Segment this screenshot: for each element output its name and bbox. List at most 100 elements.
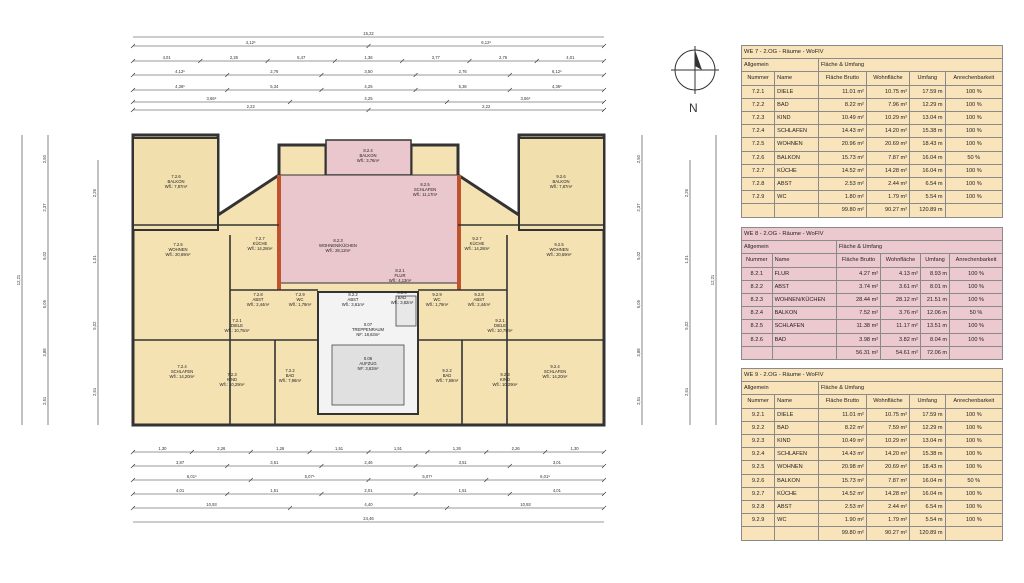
section-label: Allgemein	[741, 58, 819, 73]
column-header: Name	[774, 71, 819, 86]
column-header: Wohnfläche	[880, 253, 921, 268]
table-cell: WOHNEN	[774, 460, 819, 475]
dimension-label: 1,30	[158, 446, 167, 451]
dimension-tick	[601, 72, 607, 78]
dimension-label: 2,50	[42, 154, 47, 163]
table-cell: 18.43 m	[909, 137, 946, 152]
dimension-tick	[399, 58, 405, 64]
dimension-tick	[189, 449, 195, 455]
dimension-label: 12,21	[16, 274, 21, 285]
total-cell: 56.31 m²	[835, 345, 882, 361]
table-cell: 8.2.6	[741, 332, 773, 347]
dimension-label: 2,26	[512, 446, 521, 451]
table-title: WE 7 - 2.OG - Räume - WoFlV	[741, 44, 1003, 60]
dimension-label: 1,51	[270, 488, 279, 493]
table-cell: 14.28 m²	[865, 486, 911, 502]
total-cell: 99.80 m²	[817, 203, 867, 218]
table-cell: 10.75 m²	[865, 407, 911, 422]
table-cell: 2.53 m²	[817, 177, 867, 192]
dimension-label: 1,51	[335, 446, 344, 451]
table-cell: 9.2.7	[740, 486, 776, 502]
dimension-tick	[542, 449, 548, 455]
table-cell: 100 %	[944, 111, 1004, 126]
dimension-tick	[224, 463, 230, 469]
dimension-label: 2,22	[247, 104, 256, 109]
table-cell: SCHLAFEN	[774, 447, 819, 462]
dimension-tick	[601, 463, 607, 469]
dimension-tick	[507, 72, 513, 78]
table-cell: 50 %	[944, 473, 1004, 488]
column-header: Anrechenbarkeit	[944, 71, 1004, 86]
dimension-tick	[130, 72, 136, 78]
dimension-tick	[319, 72, 324, 78]
dimension-label: 4,12⁵	[175, 69, 185, 74]
dimension-tick	[248, 449, 253, 455]
table-cell: ABST	[774, 500, 819, 515]
table-cell: 15.38 m	[909, 447, 946, 462]
column-header: Fläche Brutto	[835, 253, 882, 268]
dimension-label: 1,26	[276, 446, 285, 451]
dimension-label: 2,76	[459, 69, 468, 74]
total-cell: 99.80 m²	[817, 526, 867, 541]
column-header: Wohnfläche	[865, 394, 911, 409]
section-label: Allgemein	[741, 381, 819, 396]
table-cell: 100 %	[944, 163, 1004, 179]
table-cell: 9.2.1	[740, 407, 776, 422]
table-cell: 10.75 m²	[865, 84, 911, 99]
dimension-label: 3,51	[459, 460, 468, 465]
table-cell: 50 %	[944, 150, 1004, 165]
dimension-label: 2,01	[364, 488, 373, 493]
table-cell: FLUR	[771, 266, 837, 281]
table-cell: ABST	[771, 279, 837, 295]
dimension-tick	[413, 491, 418, 497]
table-cell: 3.61 m²	[880, 279, 921, 295]
table-cell: 2.44 m²	[865, 177, 911, 192]
table-cell: 7.2.8	[740, 177, 776, 192]
table-cell: 16.04 m	[909, 473, 946, 488]
table-cell: 17.59 m	[909, 84, 946, 99]
table-cell: 8.93 m	[919, 266, 951, 281]
table-cell: KÜCHE	[774, 486, 819, 502]
dimension-tick	[130, 99, 136, 105]
table-cell: WOHNEN/KÜCHEN	[771, 293, 837, 308]
dimension-label: 5,05	[42, 299, 47, 308]
table-cell: 100 %	[949, 266, 1003, 281]
dimension-label: 1,01	[92, 255, 97, 264]
table-cell: 8.22 m²	[817, 97, 867, 113]
dimension-tick	[265, 58, 270, 64]
dimension-label: 5,05	[636, 299, 641, 308]
dimension-label: 4,12⁵	[246, 40, 256, 45]
dimension-tick	[366, 477, 371, 483]
dimension-tick	[507, 491, 513, 497]
table-cell: 4.13 m²	[880, 266, 921, 281]
north-arrow-icon	[695, 50, 702, 70]
dimension-tick	[484, 477, 489, 483]
dimension-label: 3,50	[364, 69, 373, 74]
dimension-tick	[507, 463, 513, 469]
dimension-label: 2,46	[364, 460, 373, 465]
dimension-label: 4,40	[364, 502, 373, 507]
dimension-tick	[467, 58, 472, 64]
table-cell: 28.44 m²	[835, 293, 882, 308]
column-header: Umfang	[909, 394, 946, 409]
table-cell: 11.01 m²	[817, 84, 867, 99]
dimension-label: 1,26	[453, 446, 462, 451]
total-cell: 90.27 m²	[865, 526, 911, 541]
dimension-label: 2,51	[42, 396, 47, 405]
table-cell: 14.52 m²	[817, 163, 867, 179]
table-cell: 8.2.2	[741, 279, 773, 295]
table-cell: 8.01 m	[919, 279, 951, 295]
